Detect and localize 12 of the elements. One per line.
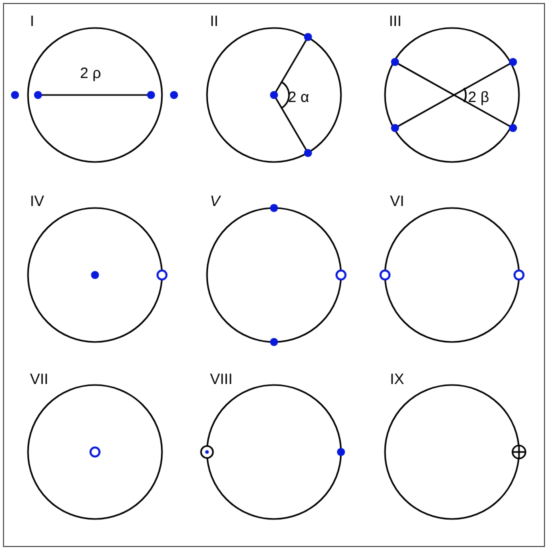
angle-label: 2 α xyxy=(288,90,310,105)
panel-numeral: VII xyxy=(30,372,48,387)
panel-numeral: VIII xyxy=(210,372,233,387)
panel-numeral: II xyxy=(210,14,218,29)
panel-numeral: I xyxy=(30,14,34,29)
panel-numeral: III xyxy=(389,14,402,29)
panel-numeral: V xyxy=(210,194,220,209)
panel-numeral: IV xyxy=(30,194,44,209)
angle-label: 2 β xyxy=(468,90,490,105)
panel-numeral: IX xyxy=(390,372,404,387)
panel-numeral: VI xyxy=(390,194,404,209)
angle-label: 2 ρ xyxy=(80,66,102,81)
